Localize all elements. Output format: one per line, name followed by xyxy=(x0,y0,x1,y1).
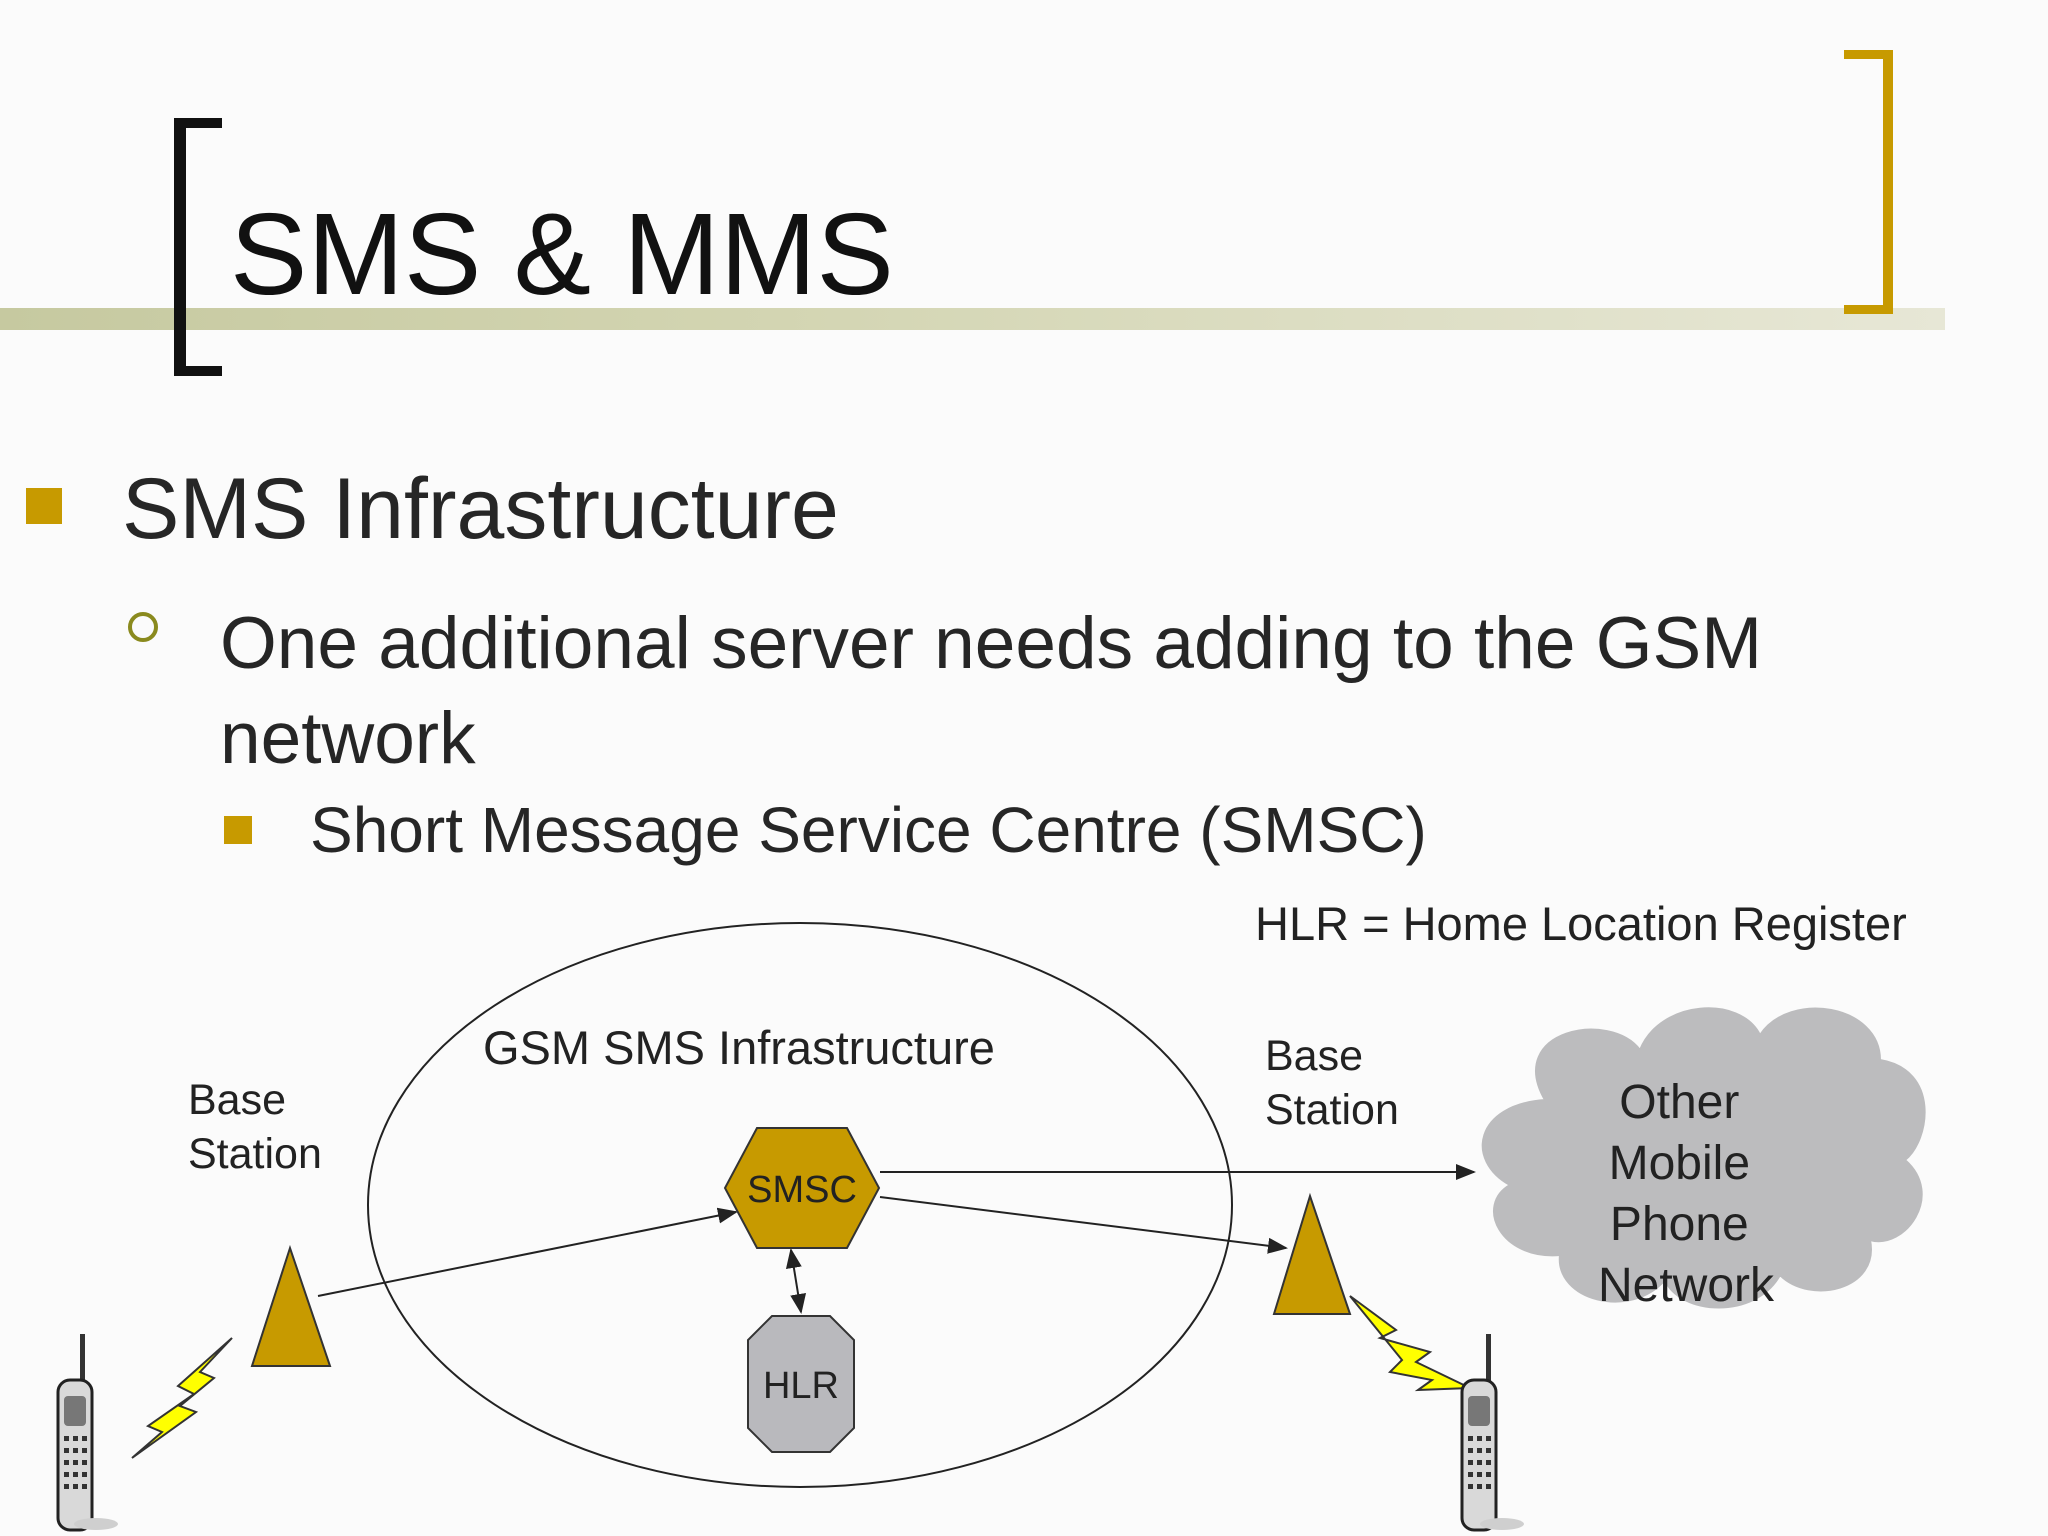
left-lightning-bolt-icon xyxy=(131,1337,233,1459)
right-bracket-icon xyxy=(1844,50,1893,314)
svg-text:SMSC: SMSC xyxy=(747,1169,857,1211)
hlr-note: HLR = Home Location Register xyxy=(1255,897,1907,950)
right-lightning-bolt-icon xyxy=(1349,1295,1471,1392)
arrow-smsc-hlr xyxy=(785,1248,807,1314)
right-base-station-icon xyxy=(1272,1192,1352,1315)
svg-text:HLR: HLR xyxy=(763,1365,839,1407)
bullet-level1-text: SMS Infrastructure xyxy=(122,461,839,557)
smsc-node: SMSC xyxy=(723,1127,881,1249)
hlr-node: HLR xyxy=(747,1315,855,1453)
arrow-smsc-to-base xyxy=(879,1196,1288,1254)
slide-title: SMS & MMS xyxy=(230,189,894,319)
left-base-station-label: Base Station xyxy=(188,1076,322,1178)
right-mobile-phone-icon xyxy=(1460,1334,1524,1532)
gsm-sms-diagram: HLR = Home Location Register GSM SMS Inf… xyxy=(56,897,1926,1532)
gsm-infrastructure-ellipse xyxy=(367,922,1233,1488)
title-underline xyxy=(0,308,1945,330)
square-bullet-icon xyxy=(26,488,62,524)
arrow-base-to-smsc xyxy=(317,1207,738,1297)
svg-text:Other Mobile Phone: Other Mobile Phone Network xyxy=(1598,1076,1775,1312)
hollow-circle-bullet-icon xyxy=(128,612,158,642)
square-bullet-icon xyxy=(224,816,252,844)
right-base-station-label: Base Station xyxy=(1265,1032,1399,1134)
left-base-station-icon xyxy=(250,1244,332,1367)
left-mobile-phone-icon xyxy=(56,1334,118,1532)
other-network-cloud: Other Mobile Phone Network xyxy=(1481,1007,1926,1312)
gsm-infrastructure-label: GSM SMS Infrastructure xyxy=(483,1021,995,1074)
bullet-level2-text: One additional server needs adding to th… xyxy=(220,603,1763,779)
left-bracket-icon xyxy=(174,118,222,376)
bullet-level3-text: Short Message Service Centre (SMSC) xyxy=(310,794,1427,866)
